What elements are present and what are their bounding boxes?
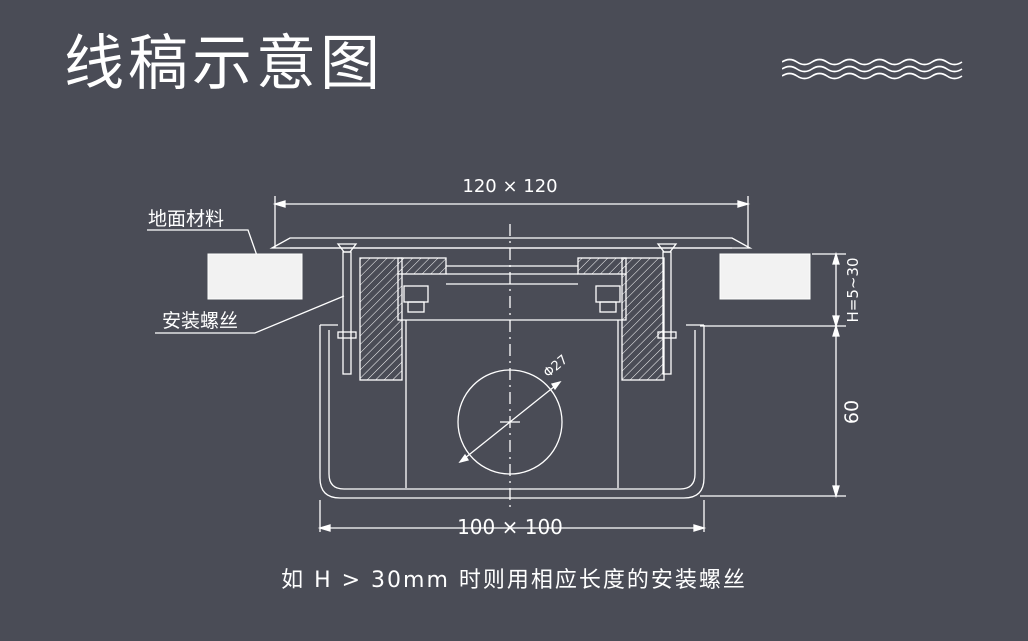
- cover-plate: [269, 237, 753, 249]
- install-screw-label: 安装螺丝: [162, 310, 238, 332]
- caption-note: 如 H > 30mm 时则用相应长度的安装螺丝: [281, 568, 747, 593]
- bottom-dimension-line: [317, 500, 707, 532]
- depth-label: 60: [841, 400, 863, 424]
- top-dimension-label: 120 × 120: [462, 176, 557, 197]
- right-screw: [656, 243, 678, 375]
- left-sleeve: [359, 257, 403, 381]
- top-dimension-line: [272, 196, 751, 248]
- right-dimension-lines: [700, 251, 846, 499]
- left-screw: [336, 243, 358, 375]
- wave-decoration-icon: [782, 58, 963, 80]
- diameter-label: Φ27: [541, 352, 571, 381]
- right-sleeve: [621, 257, 665, 381]
- height-range-label: H=5~30: [844, 257, 862, 322]
- install-screw-leader: [155, 295, 345, 334]
- floor-material-label: 地面材料: [148, 208, 224, 230]
- page-title: 线稿示意图: [64, 29, 384, 99]
- bottom-dimension-label: 100 × 100: [457, 515, 563, 539]
- floor-block-left: [207, 253, 303, 300]
- drain-body: [319, 325, 705, 499]
- floor-block-right: [719, 253, 811, 300]
